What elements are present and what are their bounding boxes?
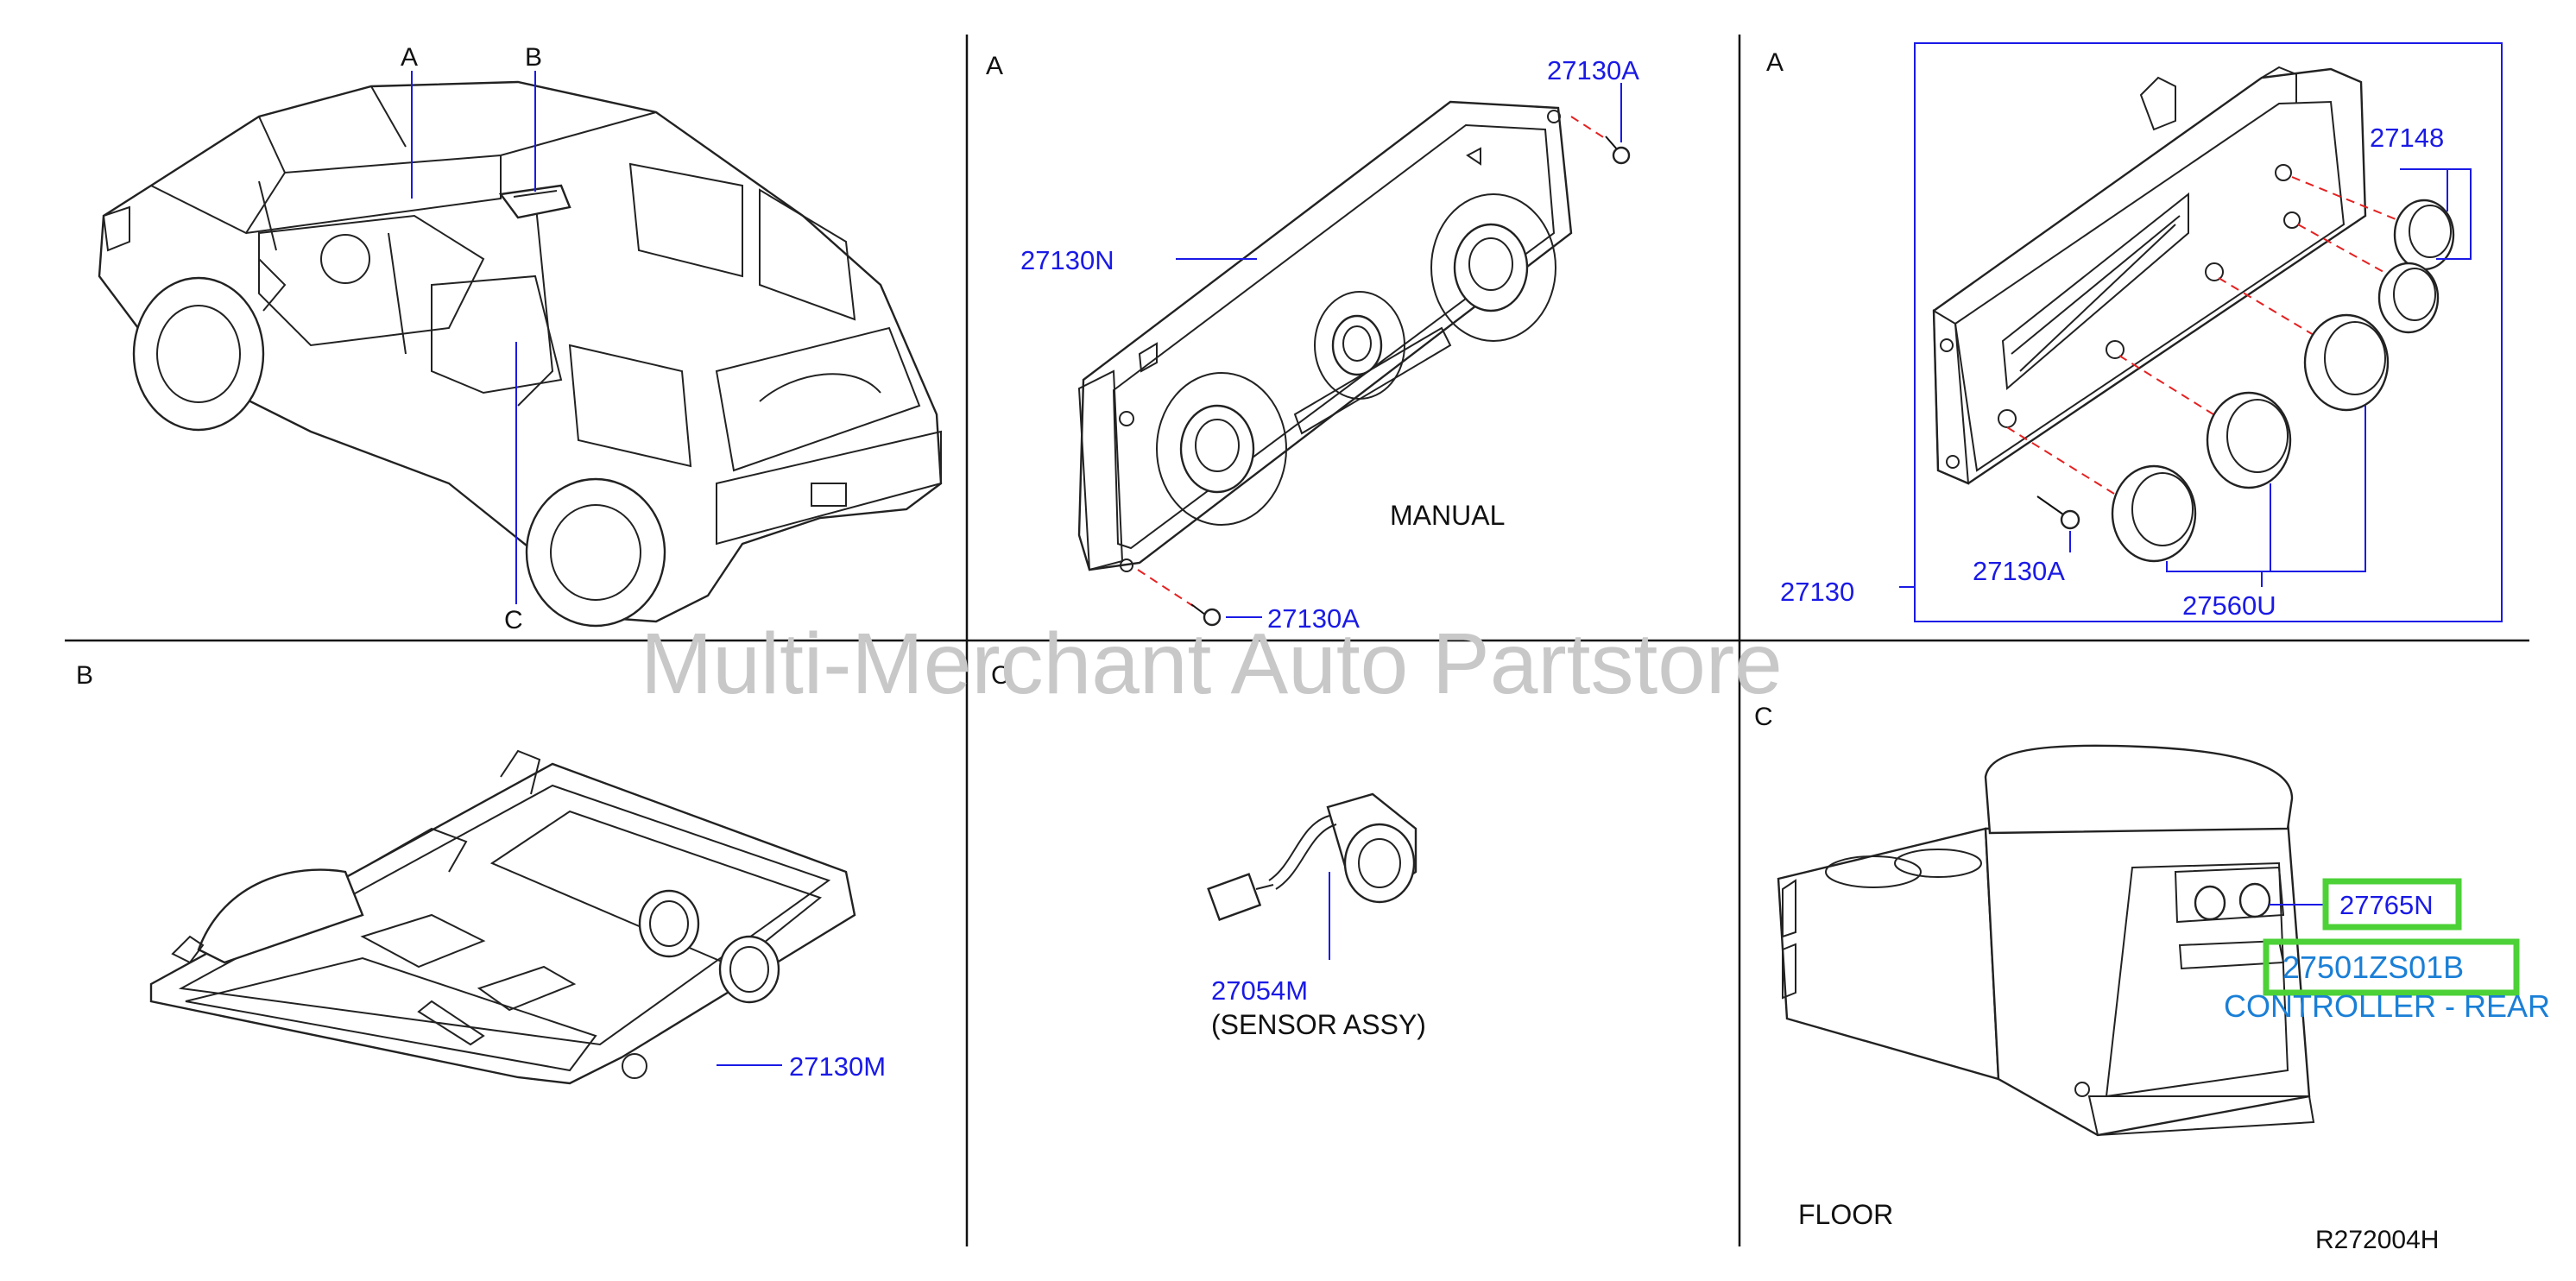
manual-control-panel: A <box>986 52 1639 634</box>
part-27130a-bottom: 27130A <box>1267 603 1360 634</box>
knob-27560u-3-icon <box>2303 313 2390 412</box>
caption-floor: FLOOR <box>1798 1199 1893 1230</box>
knob-27560u-2-icon <box>2206 391 2292 489</box>
overhead-console-illustration <box>149 749 856 1085</box>
part-27148: 27148 <box>2370 123 2444 153</box>
part-27130n: 27130N <box>1020 245 1114 275</box>
screw-top-icon <box>1570 116 1631 165</box>
knob-27560u-1-icon <box>2111 464 2197 563</box>
part-27501zs01b: 27501ZS01B <box>2282 950 2464 985</box>
label-c: C <box>504 606 523 634</box>
label-b: B <box>525 43 542 72</box>
view-label-c-floor: C <box>1754 703 1773 731</box>
part-27130m: 27130M <box>789 1051 886 1082</box>
knob-27148-1-icon <box>2393 199 2455 271</box>
view-label-a-manual: A <box>986 52 1003 80</box>
sensor-assy-illustration <box>1207 792 1417 922</box>
vehicle-illustration <box>98 80 943 628</box>
part-27130a-auto: 27130A <box>1973 556 2065 586</box>
auto-control-panel: A <box>1766 42 2503 622</box>
caption-manual: MANUAL <box>1390 500 1505 531</box>
sensor-panel: C 27054M (SENSOR ASSY) <box>991 661 1426 1040</box>
watermark: Multi-Merchant Auto Partstore <box>641 615 1783 712</box>
view-label-c-sensor: C <box>991 661 1010 690</box>
controller-rear-callout: CONTROLLER - REAR <box>2224 988 2550 1024</box>
view-label-a-auto: A <box>1766 48 1784 77</box>
knob-27148-2-icon <box>2377 262 2440 334</box>
part-27130a-top: 27130A <box>1547 55 1639 85</box>
highlight-27765n <box>2322 878 2462 931</box>
part-27130: 27130 <box>1780 577 1854 607</box>
diagram-code: R272004H <box>2315 1226 2439 1254</box>
part-27765n: 27765N <box>2339 890 2434 920</box>
view-label-b: B <box>76 661 93 690</box>
part-27560u: 27560U <box>2182 590 2276 621</box>
assembly-frame <box>1914 42 2503 622</box>
floor-console-illustration <box>1777 744 2315 1137</box>
screw-bottom-icon <box>1137 569 1222 627</box>
part-27054m: 27054M <box>1211 975 1308 1006</box>
vehicle-panel: A B C <box>98 43 943 634</box>
screw-auto-icon <box>2036 495 2080 530</box>
panel-grid <box>65 35 2529 1246</box>
floor-panel: C 27765N 27501ZS01B CONTR <box>1754 703 2550 1254</box>
overhead-panel: B 27130M <box>76 661 886 1085</box>
auto-control-illustration <box>1932 66 2367 485</box>
manual-control-illustration <box>1077 100 1573 572</box>
highlight-27501zs01b <box>2263 938 2520 996</box>
sensor-description: (SENSOR ASSY) <box>1211 1009 1426 1040</box>
label-a: A <box>401 43 418 72</box>
